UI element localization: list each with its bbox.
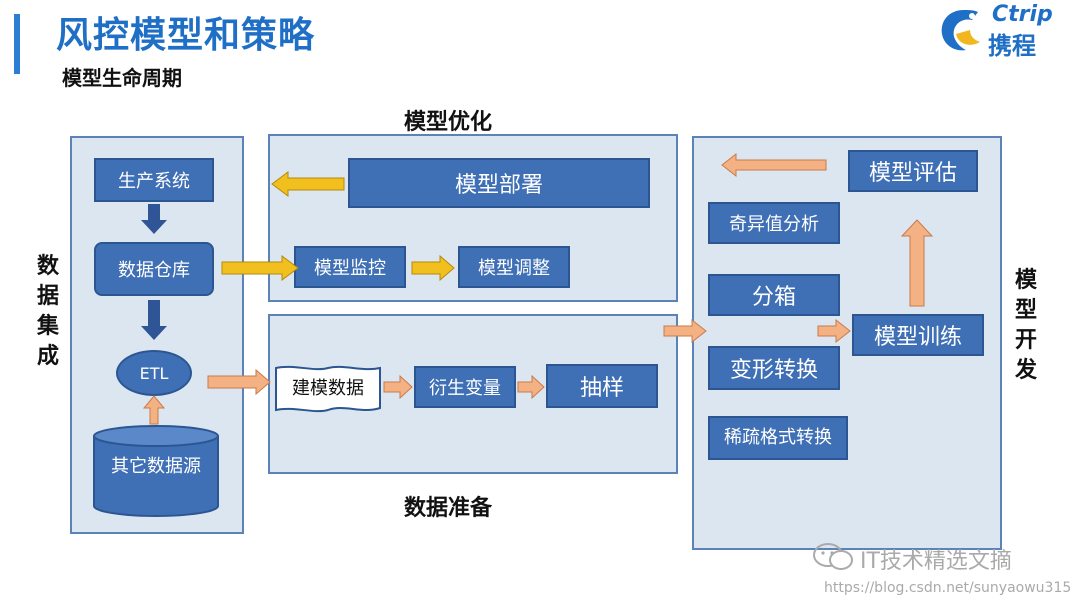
- collect-char: 数: [36, 254, 59, 279]
- node-sampling: 抽样: [546, 364, 658, 408]
- logo-text: Ctrip: [992, 2, 1053, 27]
- section-label-develop: 模 型 开 发: [1012, 266, 1040, 386]
- develop-char: 发: [1014, 358, 1037, 383]
- node-other-sources-label: 其它数据源: [111, 456, 201, 477]
- node-modeling-data: 建模数据: [292, 378, 364, 399]
- section-label-optimize: 模型优化: [404, 110, 493, 135]
- wechat-icon: [813, 543, 853, 570]
- node-derived-variables: 衍生变量: [414, 366, 516, 408]
- modeling-data-document-shape: [275, 365, 381, 413]
- node-model-monitor: 模型监控: [294, 246, 406, 288]
- node-transform: 变形转换: [708, 346, 840, 390]
- section-label-prepare: 数据准备: [404, 496, 493, 521]
- title-accent-bar: [14, 14, 20, 74]
- node-model-deploy: 模型部署: [348, 158, 650, 208]
- node-model-evaluate: 模型评估: [848, 150, 978, 192]
- node-model-train: 模型训练: [852, 314, 984, 356]
- node-sparse-format: 稀疏格式转换: [708, 416, 848, 460]
- collect-char: 集: [36, 314, 59, 339]
- node-data-warehouse: 数据仓库: [94, 242, 214, 296]
- page-title: 风控模型和策略: [56, 15, 316, 56]
- section-label-collect: 数 据 集 成: [34, 252, 62, 372]
- node-etl: ETL: [116, 350, 192, 396]
- node-outlier-analysis: 奇异值分析: [708, 202, 840, 244]
- develop-char: 开: [1014, 328, 1037, 353]
- develop-char: 模: [1014, 268, 1037, 293]
- page-subtitle: 模型生命周期: [62, 66, 182, 90]
- logo-cn-text: 携程: [988, 32, 1036, 60]
- watermark-url: https://blog.csdn.net/sunyaowu315: [824, 580, 1072, 596]
- ctrip-dolphin-logo-icon: [941, 10, 980, 51]
- collect-char: 成: [36, 344, 59, 369]
- other-data-sources-cylinder: [93, 425, 219, 517]
- develop-char: 型: [1014, 298, 1037, 323]
- watermark-wechat: IT技术精选文摘: [860, 549, 1012, 574]
- collect-char: 据: [36, 284, 59, 309]
- node-production-system: 生产系统: [94, 158, 214, 202]
- node-model-tune: 模型调整: [458, 246, 570, 288]
- node-binning: 分箱: [708, 274, 840, 316]
